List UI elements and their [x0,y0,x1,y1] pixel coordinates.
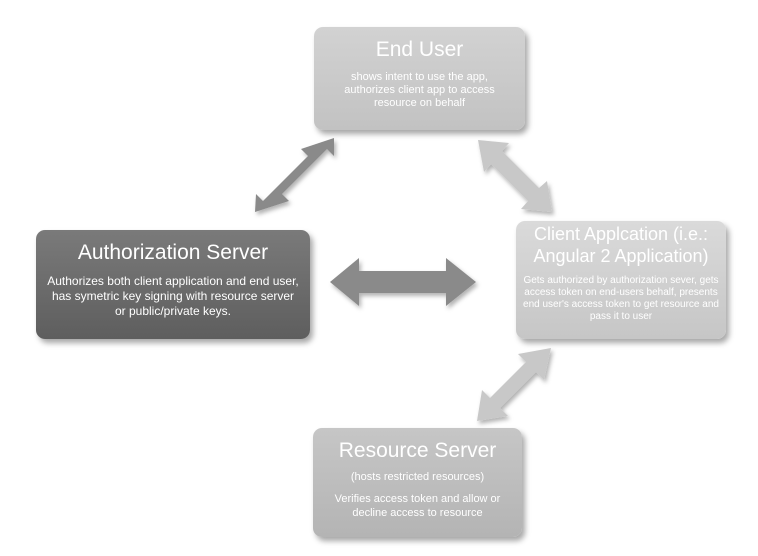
authorization-server-description: Authorizes both client application and e… [47,274,299,318]
resource-server-subtitle: (hosts restricted resources) [350,471,485,483]
authorization-server-title: Authorization Server [77,241,269,264]
resource-server-title: Resource Server [338,439,497,462]
arrow-enduser-client [478,140,552,212]
end-user-description: shows intent to use the app, authorizes … [344,71,495,109]
resource-server-node: Resource Server (hosts restricted resour… [313,428,522,537]
arrow-client-resource [477,348,551,421]
client-application-node: Client Applcation (i.e.: Angular 2 Appli… [516,221,726,339]
resource-server-description: Verifies access token and allow or decli… [334,493,501,519]
client-application-title: Client Applcation (i.e.: Angular 2 Appli… [533,224,709,266]
arrow-enduser-authserver [255,138,334,212]
client-application-description: Gets authorized by authorization sever, … [523,275,719,322]
arrow-authserver-client [330,258,476,306]
end-user-title: End User [375,38,464,61]
authorization-server-node: Authorization Server Authorizes both cli… [36,230,310,339]
end-user-node: End User shows intent to use the app, au… [314,27,525,130]
